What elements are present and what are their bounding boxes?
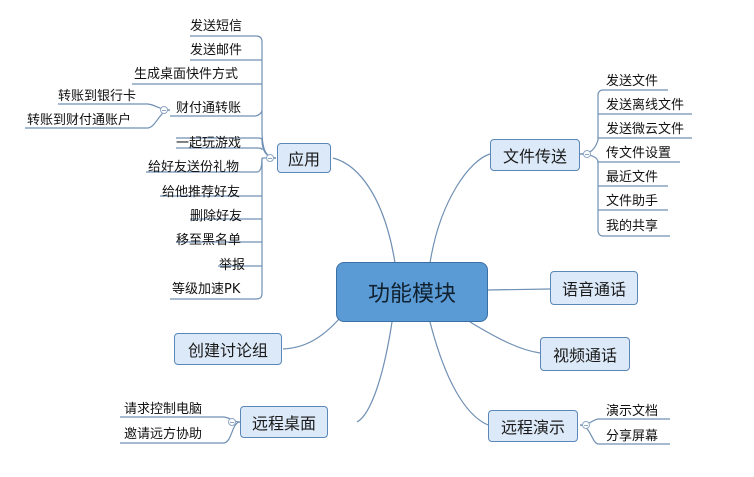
leaf-send-weiyun-file[interactable]: 发送微云文件 [606,122,685,137]
leaf-my-share[interactable]: 我的共享 [606,219,659,234]
leaf-play-games[interactable]: 一起玩游戏 [176,136,242,151]
topic-voice-call[interactable]: 语音通话 [550,271,638,305]
topic-remote-desktop[interactable]: 远程桌面 [240,406,328,438]
leaf-file-settings[interactable]: 传文件设置 [606,146,672,161]
central-topic[interactable]: 功能模块 [336,262,488,322]
leaf-report[interactable]: 举报 [219,258,246,273]
leaf-level-pk[interactable]: 等级加速PK [172,282,241,297]
collapse-remote-desktop-icon[interactable] [228,418,236,426]
leaf-transfer-tenpay[interactable]: 转账到财付通账户 [27,113,132,128]
collapse-file-transfer-icon[interactable] [583,150,591,158]
leaf-delete-friend[interactable]: 删除好友 [190,209,243,224]
leaf-share-screen[interactable]: 分享屏幕 [606,429,659,444]
collapse-app-icon[interactable] [266,154,274,162]
leaf-request-control[interactable]: 请求控制电脑 [124,402,203,417]
leaf-send-offline-file[interactable]: 发送离线文件 [606,98,685,113]
leaf-demo-doc[interactable]: 演示文档 [606,404,659,419]
leaf-tenpay-transfer[interactable]: 财付通转账 [176,101,242,116]
collapse-remote-demo-icon[interactable] [582,421,590,429]
leaf-send-email[interactable]: 发送邮件 [190,43,243,58]
leaf-recent-files[interactable]: 最近文件 [606,170,659,185]
topic-remote-demo[interactable]: 远程演示 [488,410,578,442]
leaf-desktop-shortcut[interactable]: 生成桌面快件方式 [134,67,239,82]
leaf-invite-assist[interactable]: 邀请远方协助 [124,427,203,442]
leaf-blacklist[interactable]: 移至黑名单 [176,233,242,248]
topic-video-call[interactable]: 视频通话 [540,337,630,371]
leaf-send-sms[interactable]: 发送短信 [190,19,243,34]
leaf-file-assistant[interactable]: 文件助手 [606,194,659,209]
collapse-transfer-icon[interactable] [160,106,168,114]
topic-create-group[interactable]: 创建讨论组 [174,333,282,365]
leaf-send-file[interactable]: 发送文件 [606,74,659,89]
leaf-transfer-bank[interactable]: 转账到银行卡 [58,89,137,104]
leaf-send-gift[interactable]: 给好友送份礼物 [148,160,240,175]
topic-app[interactable]: 应用 [277,143,331,173]
topic-file-transfer[interactable]: 文件传送 [490,139,580,171]
leaf-recommend-friend[interactable]: 给他推荐好友 [162,185,241,200]
